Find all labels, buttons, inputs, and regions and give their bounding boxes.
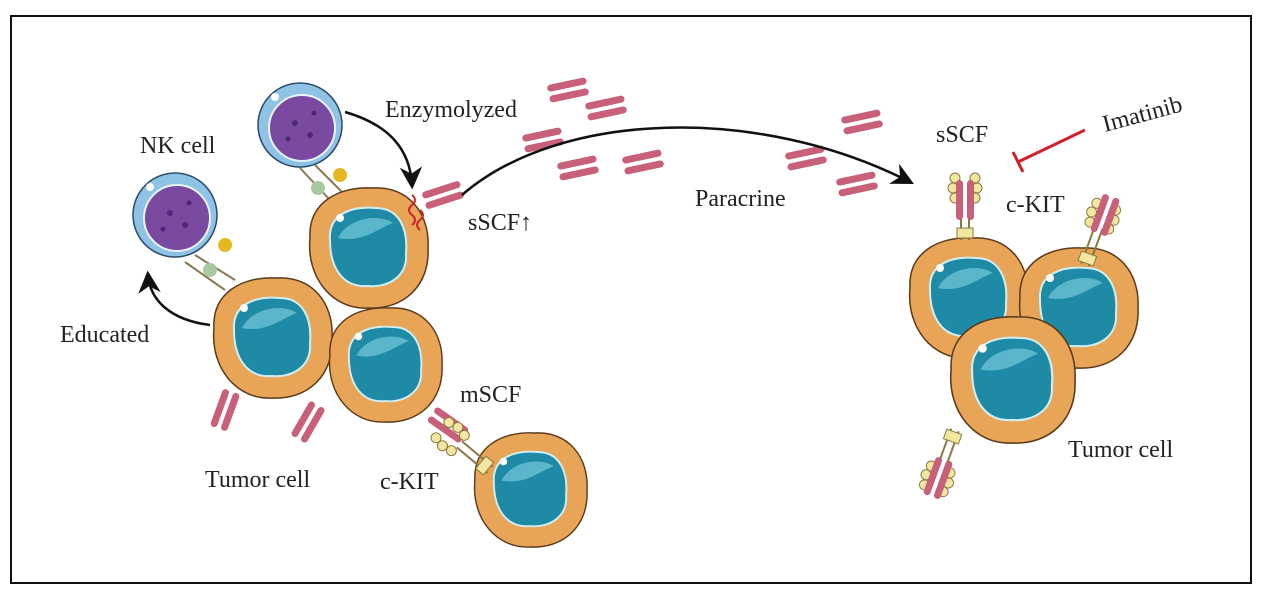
label-paracrine: Paracrine [695,186,786,212]
tumor-cell [473,431,589,549]
label-tumor-cell-right: Tumor cell [1068,437,1173,463]
nk-cell [257,82,343,168]
label-tumor-cell-left: Tumor cell [205,467,310,493]
educated-arrow [138,270,211,327]
tumor-cell [212,276,334,400]
label-enzymolyzed: Enzymolyzed [385,97,517,123]
frame [10,15,1252,584]
nk-cell [132,172,218,258]
paracrine-arrow [461,126,915,196]
soluble-scf-group [521,77,884,197]
label-mscf: mSCF [460,382,521,408]
label-imatinib: Imatinib [1100,92,1185,138]
scf-icon [290,400,326,444]
receptor-icon [203,263,217,277]
tumor-cell [949,315,1077,445]
label-nk-cell: NK cell [140,133,216,159]
receptor-icon [218,238,232,252]
label-ckit-left: c-KIT [380,469,439,495]
ckit-icon [947,172,983,241]
mscf-icon [209,388,241,432]
cleavage-icon [408,194,424,231]
receptor-icon [311,181,325,195]
label-educated: Educated [60,322,149,348]
tumor-cell [328,306,444,424]
label-sscf-up: sSCF↑ [468,210,532,236]
sscf-icon [421,180,465,210]
receptor-icon [333,168,347,182]
label-sscf: sSCF [936,122,988,148]
label-ckit-right: c-KIT [1006,192,1065,218]
sscf-bound-icon [956,180,974,220]
imatinib-inhibition-icon [1011,128,1086,173]
enzymolyzed-arrow [344,110,423,190]
